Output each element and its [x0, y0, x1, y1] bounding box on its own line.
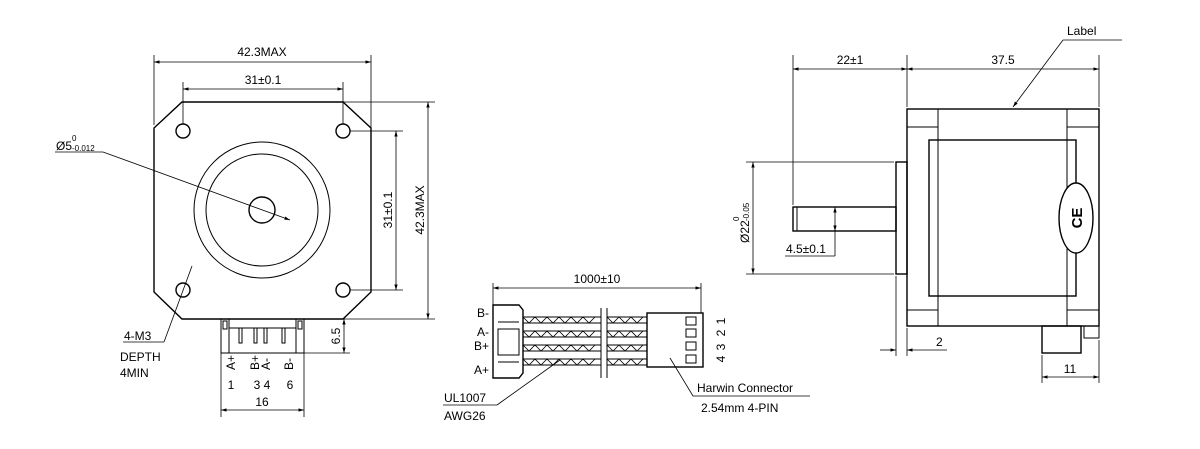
cable-view: 1000±10 B- A- B+ A+ 1 2 3 4 UL1007 AWG26…	[443, 272, 810, 423]
dim-width-max-label: 42.3MAX	[237, 45, 286, 59]
connector-spec-1: Harwin Connector	[697, 381, 793, 395]
pin-label-a-plus: A+	[224, 355, 238, 370]
hole-spec-3: 4MIN	[120, 366, 149, 380]
boss-inner-circle	[205, 153, 319, 267]
pin-label-b-minus: B-	[282, 358, 296, 370]
pin-number-3-4: 3 4	[254, 378, 271, 392]
boss	[895, 161, 908, 275]
harwin-pin-4: 4	[714, 355, 728, 362]
dim-flat-depth-label: 4.5±0.1	[786, 242, 826, 256]
pin-label-b-plus: B+	[248, 355, 262, 370]
wire	[606, 330, 648, 338]
shaft	[792, 206, 897, 232]
boss-tol-upper: 0	[732, 216, 741, 221]
shaft-tol-upper: 0	[72, 134, 77, 143]
wire-twist	[606, 344, 644, 352]
wire-twist	[522, 330, 596, 338]
dim-body-length-label: 37.5	[991, 53, 1015, 67]
shaft-tol-lower: -0.012	[72, 144, 95, 153]
wire-label-a-minus: A-	[477, 325, 489, 339]
pin-label-a-minus: A-	[259, 358, 273, 370]
dim-hole-spacing-v-label: 31±0.1	[381, 191, 395, 228]
wire-spec-1: UL1007	[444, 391, 486, 405]
hole-spec-2: DEPTH	[120, 350, 161, 364]
ce-mark-icon: CE	[1058, 182, 1094, 254]
pin-number-6: 6	[287, 378, 294, 392]
wire-twist	[522, 344, 596, 352]
wire	[606, 344, 648, 352]
label-area	[928, 139, 1077, 297]
label-callout: Label	[1067, 24, 1096, 38]
harwin-pin-2: 2	[714, 329, 728, 336]
dim-connector-length-label: 11	[1064, 362, 1077, 376]
dim-hole-spacing-h-label: 31±0.1	[245, 73, 282, 87]
dim-height-max-label: 42.3MAX	[413, 185, 427, 234]
hole-spec-1: 4-M3	[124, 329, 152, 343]
dim-cable-length-label: 1000±10	[574, 272, 621, 286]
wire-label-b-plus: B+	[474, 339, 489, 353]
dim-connector-height-label: 6.5	[329, 327, 343, 344]
wire-spec-2: AWG26	[444, 409, 486, 423]
harwin-pin-1: 1	[714, 317, 728, 324]
motor-face-outline	[153, 101, 372, 320]
side-view: CE 22±1 37.5 Label Ø22 0 -0.05 4.5±0.1 2…	[732, 24, 1122, 383]
side-connector	[1041, 325, 1082, 354]
motor-connector	[220, 318, 305, 354]
wire-twist	[522, 358, 596, 366]
harwin-connector	[646, 312, 704, 368]
svg-text:CE: CE	[1069, 208, 1086, 229]
dim-boss-height-label: 2	[936, 335, 943, 349]
motor-side-plug	[492, 304, 524, 379]
pin-number-1: 1	[228, 378, 235, 392]
harwin-pin-3: 3	[714, 343, 728, 350]
wire-twist	[606, 330, 644, 338]
connector-spec-2: 2.54mm 4-PIN	[701, 401, 778, 415]
front-view: 42.3MAX 31±0.1 31±0.1 42.3MAX Ø5 0 -0.01…	[55, 45, 435, 417]
boss-dia-label: Ø22	[738, 220, 752, 243]
boss-outer-circle	[193, 141, 331, 279]
wire	[606, 358, 648, 366]
wire-twist	[606, 358, 644, 366]
dim-connector-width-label: 16	[255, 395, 269, 409]
wire-label-a-plus: A+	[474, 363, 489, 377]
shaft-circle	[248, 196, 276, 224]
dim-shaft-length-label: 22±1	[837, 53, 864, 67]
wire-twist	[522, 316, 596, 324]
wires	[522, 316, 648, 366]
shaft-dia-label: Ø5	[56, 139, 72, 153]
wire-label-b-minus: B-	[477, 306, 489, 320]
boss-tol-lower: -0.05	[742, 202, 751, 221]
wire	[606, 316, 648, 324]
wire-twist	[606, 316, 644, 324]
